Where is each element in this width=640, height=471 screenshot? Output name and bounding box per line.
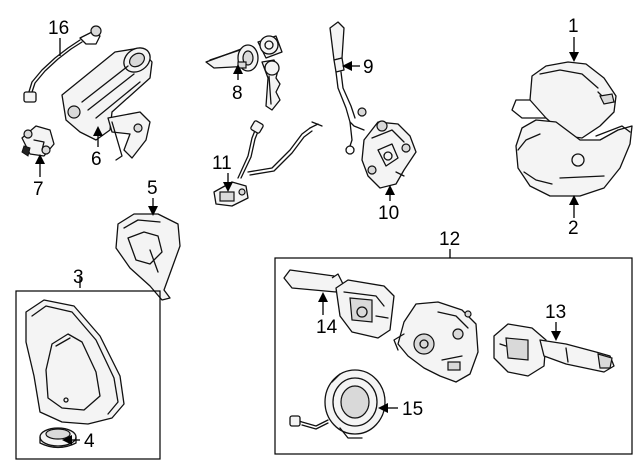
part-1-upper-cover (511, 61, 617, 139)
callout-3: 3 (73, 267, 84, 288)
callout-6: 6 (91, 149, 102, 170)
callout-12: 12 (439, 229, 460, 250)
callout-5: 5 (147, 178, 158, 199)
part-11-harness (213, 120, 323, 207)
callout-14: 14 (316, 317, 338, 338)
part-12-switch-body (393, 301, 479, 383)
part-5-boot (115, 213, 181, 301)
part-9-shift-lever (329, 21, 367, 155)
callout-11: 11 (212, 153, 232, 174)
callout-8: 8 (232, 83, 243, 104)
part-15-clock-spring (289, 369, 386, 439)
callout-4: 4 (84, 431, 95, 452)
leader-lines (35, 37, 579, 445)
callout-13: 13 (545, 302, 566, 323)
part-8-ignition-key (205, 35, 283, 111)
callout-10: 10 (378, 203, 399, 224)
part-12-box (274, 257, 633, 455)
callout-1: 1 (568, 16, 579, 37)
part-14-turn-signal-switch (283, 269, 395, 339)
callout-labels: 1 2 3 4 5 6 7 8 9 10 11 12 13 14 15 16 (33, 16, 579, 452)
callout-16: 16 (48, 18, 69, 39)
callout-15: 15 (402, 399, 423, 420)
part-6-lock-housing (61, 47, 153, 161)
part-10-shift-housing (361, 120, 417, 189)
part-16-sensor-wire (23, 25, 102, 103)
part-7-bracket (21, 125, 55, 157)
part-3-shield (25, 299, 125, 425)
callout-9: 9 (363, 57, 374, 78)
part-13-wiper-switch (493, 323, 615, 377)
part-3-box (15, 290, 161, 460)
part-2-lower-cover (515, 119, 633, 197)
callout-2: 2 (568, 218, 579, 239)
callout-7: 7 (33, 179, 44, 200)
